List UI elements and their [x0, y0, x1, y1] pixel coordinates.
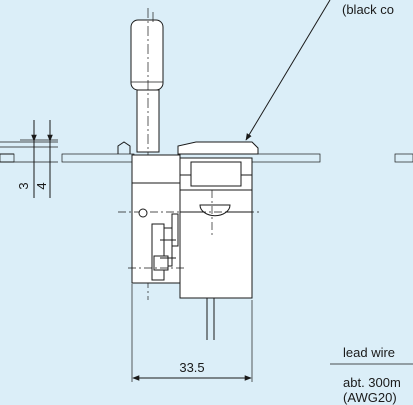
dim-4-label: 4 [34, 182, 49, 189]
width-dimension: 33.5 [131, 284, 253, 382]
width-label: 33.5 [179, 360, 204, 375]
lead-wire-label: lead wire [343, 345, 395, 360]
lead-length-label: abt. 300m [343, 375, 401, 390]
cover-part [117, 141, 259, 155]
awg-label: (AWG20) [343, 390, 397, 405]
lead-wires [206, 298, 215, 340]
panel-thickness-dimensions: 3 4 [0, 120, 58, 198]
switch-body [118, 154, 262, 299]
callout-leader [245, 0, 331, 141]
dim-3-label: 3 [16, 182, 31, 189]
contact-terminals [128, 213, 184, 281]
lever-handle [130, 8, 164, 300]
callout-label: (black co [342, 2, 394, 17]
